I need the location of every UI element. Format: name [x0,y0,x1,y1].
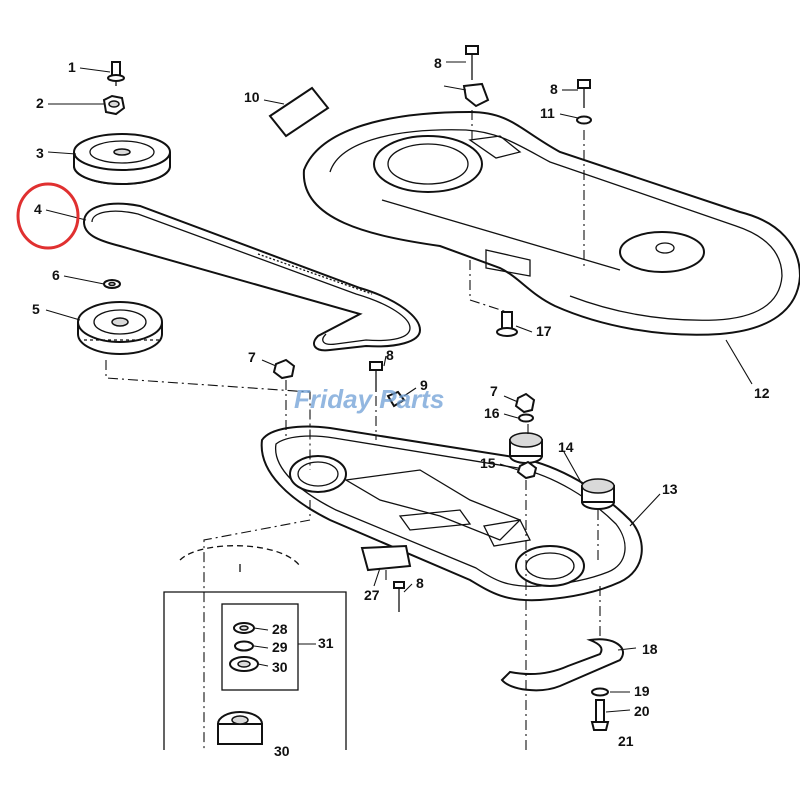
callout-17: 17 [536,323,552,339]
part-39-bracket [462,82,490,108]
callout-5: 5 [32,301,40,317]
part-20-bolt [590,699,610,731]
callout-16: 16 [484,405,500,421]
part-19-washer [591,687,609,697]
part-13-deck-housing [260,425,643,602]
part-8-bolt-lower [393,581,405,612]
callout-28: 28 [272,621,288,637]
part-7-nut-left [272,358,296,380]
watermark-logo: Friday Parts [294,384,444,414]
part-17-bolt [496,311,518,337]
callout-27: 27 [364,587,380,603]
center-lines [105,110,601,750]
callout-10: 10 [244,89,260,105]
part-4-drive-belt [82,202,422,352]
callout-30-lower: 30 [274,743,290,759]
callout-8-middle: 8 [386,347,394,363]
part-8-bolt-middle [369,361,383,392]
callout-8-top: 8 [434,55,442,71]
callout-31: 31 [318,635,334,651]
part-9-washer [386,390,406,408]
callout-13: 13 [662,481,678,497]
part-14-spindle-cap-right [581,478,615,510]
callout-30: 30 [272,659,288,675]
part-10-decal [268,86,330,138]
callout-14: 14 [558,439,574,455]
callout-8-right: 8 [550,81,558,97]
part-2-nut [102,94,126,116]
part-27-bracket [360,544,412,572]
part-7-nut-right [514,392,536,414]
spindle-assembly-box [163,591,347,750]
callout-6: 6 [52,267,60,283]
part-18-bracket [500,638,624,692]
callout-4: 4 [34,201,42,217]
callout-21: 21 [618,733,634,749]
part-12-belt-shield [302,110,800,336]
callout-7-right: 7 [490,383,498,399]
part-6-washer [103,279,121,289]
part-3-pulley [73,133,171,185]
callout-labels: 1 2 3 4 5 6 7 8 8 8 8 9 10 11 12 13 14 1… [32,55,770,759]
part-8-bolt-right [577,79,591,108]
spindle-housing [217,711,263,745]
part-28-bearing [233,622,255,634]
part-16-washer [518,413,534,423]
part-29-spacer [234,640,254,652]
part-14-spindle-cap-left [509,432,543,464]
callout-9: 9 [420,377,428,393]
part-11-washer [576,115,592,125]
part-30-bearing [229,656,259,672]
callout-15: 15 [480,455,496,471]
callout-8-lower: 8 [416,575,424,591]
callout-3: 3 [36,145,44,161]
part-1-bolt [107,61,125,86]
part-5-idler-pulley [77,301,163,355]
highlight-circle-part-4 [16,182,80,250]
callout-7-left: 7 [248,349,256,365]
part-8-bolt-top [465,45,479,80]
callout-20: 20 [634,703,650,719]
callout-18: 18 [642,641,658,657]
blade-arc [179,545,301,572]
callout-29: 29 [272,639,288,655]
callout-1: 1 [68,59,76,75]
callout-2: 2 [36,95,44,111]
part-15-nut [516,460,538,480]
callout-19: 19 [634,683,650,699]
leader-lines [45,61,753,713]
callout-12: 12 [754,385,770,401]
callout-11: 11 [540,105,555,121]
